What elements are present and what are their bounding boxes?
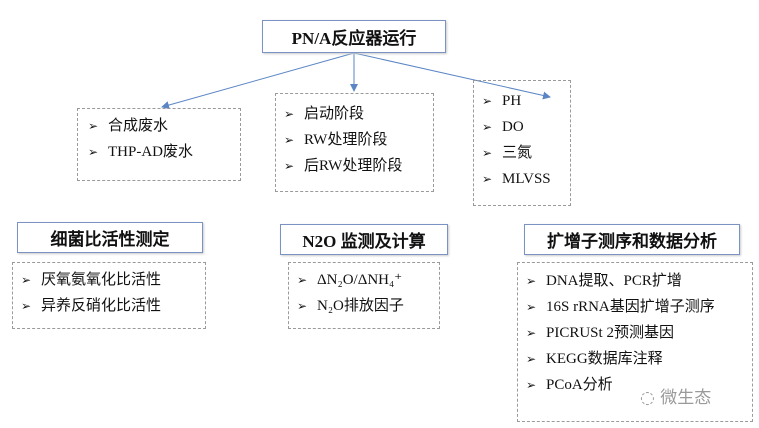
- section-heading: 细菌比活性测定: [17, 222, 203, 253]
- bullet-arrow-icon: ➢: [526, 378, 537, 392]
- bullet-arrow-icon: ➢: [482, 94, 493, 108]
- list-item: ➢合成废水: [88, 113, 232, 139]
- bullet-arrow-icon: ➢: [21, 273, 32, 287]
- list-item: ➢启动阶段: [284, 101, 425, 127]
- list-item: ➢后RW处理阶段: [284, 153, 425, 179]
- bullet-arrow-icon: ➢: [526, 352, 537, 366]
- arrow-left: [161, 52, 355, 109]
- wechat-icon: ◌: [640, 388, 661, 408]
- list-item: ➢ΔN₂O/ΔNH₄⁺: [297, 267, 431, 293]
- bullet-arrow-icon: ➢: [297, 273, 308, 287]
- list-item: ➢PH: [482, 88, 562, 114]
- bullet-arrow-icon: ➢: [284, 133, 295, 147]
- bullet-arrow-icon: ➢: [21, 299, 32, 313]
- bullet-arrow-icon: ➢: [284, 159, 295, 173]
- param-box: ➢PH ➢DO ➢三氮 ➢MLVSS: [473, 80, 571, 206]
- bullet-arrow-icon: ➢: [482, 146, 493, 160]
- list-item: ➢厌氧氨氧化比活性: [21, 267, 197, 293]
- bullet-arrow-icon: ➢: [297, 299, 308, 313]
- list-item: ➢THP-AD废水: [88, 139, 232, 165]
- list-item: ➢异养反硝化比活性: [21, 293, 197, 319]
- list-item: ➢N₂O排放因子: [297, 293, 431, 319]
- bullet-arrow-icon: ➢: [526, 274, 537, 288]
- arrow-right: [353, 52, 551, 100]
- bullet-arrow-icon: ➢: [526, 300, 537, 314]
- bullet-arrow-icon: ➢: [482, 120, 493, 134]
- list-item: ➢PICRUSt 2预测基因: [526, 320, 744, 346]
- phase-box: ➢启动阶段 ➢RW处理阶段 ➢后RW处理阶段: [275, 93, 434, 192]
- feed-box: ➢合成废水 ➢THP-AD废水: [77, 108, 241, 181]
- bullet-arrow-icon: ➢: [284, 107, 295, 121]
- list-item: ➢三氮: [482, 140, 562, 166]
- list-item: ➢DO: [482, 114, 562, 140]
- bullet-arrow-icon: ➢: [482, 172, 493, 186]
- list-item: ➢MLVSS: [482, 166, 562, 192]
- section-heading: 扩增子测序和数据分析: [524, 224, 740, 255]
- activity-box: ➢厌氧氨氧化比活性 ➢异养反硝化比活性: [12, 262, 206, 329]
- bullet-arrow-icon: ➢: [88, 119, 99, 133]
- list-item: ➢PCoA分析: [526, 372, 744, 398]
- list-item: ➢16S rRNA基因扩增子测序: [526, 294, 744, 320]
- section-heading: N2O 监测及计算: [280, 224, 448, 255]
- list-item: ➢KEGG数据库注释: [526, 346, 744, 372]
- bullet-arrow-icon: ➢: [88, 145, 99, 159]
- watermark: ◌ 微生态: [640, 388, 712, 408]
- n2o-box: ➢ΔN₂O/ΔNH₄⁺ ➢N₂O排放因子: [288, 262, 440, 329]
- title-box: PN/A反应器运行: [262, 20, 446, 53]
- sequencing-box: ➢DNA提取、PCR扩增 ➢16S rRNA基因扩增子测序 ➢PICRUSt 2…: [517, 262, 753, 422]
- list-item: ➢RW处理阶段: [284, 127, 425, 153]
- list-item: ➢DNA提取、PCR扩增: [526, 268, 744, 294]
- bullet-arrow-icon: ➢: [526, 326, 537, 340]
